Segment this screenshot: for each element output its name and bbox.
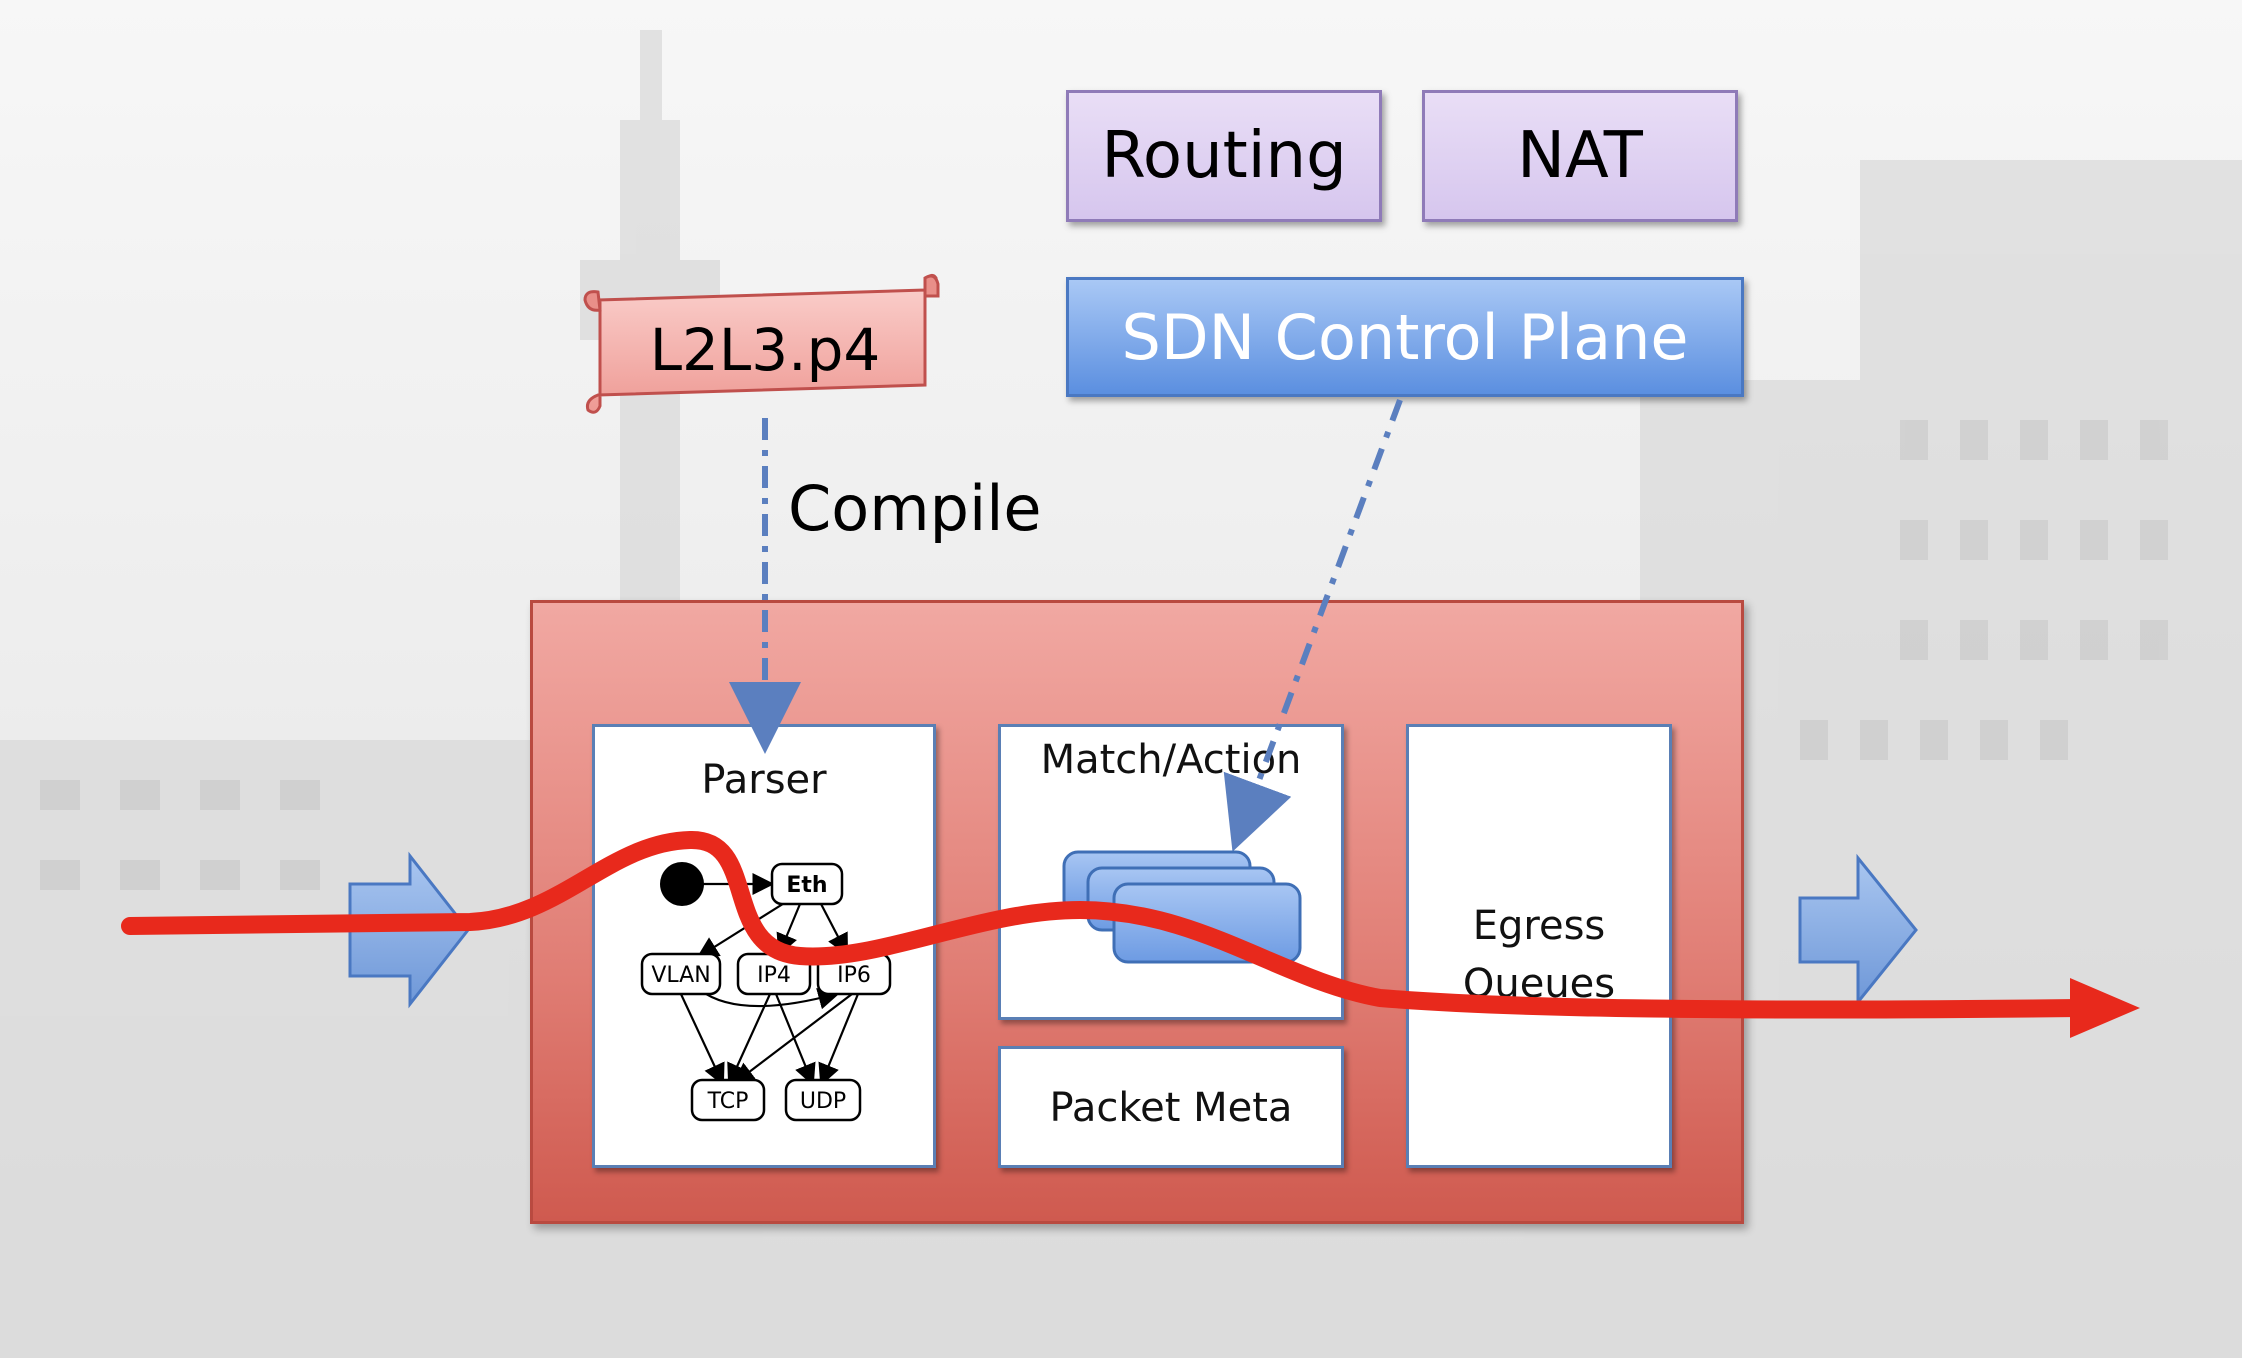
p4-program-label: L2L3.p4 bbox=[649, 316, 881, 384]
egress-queues-block: Egress Queues bbox=[1406, 724, 1672, 1168]
nat-label: NAT bbox=[1517, 119, 1643, 193]
packet-meta-block: Packet Meta bbox=[998, 1046, 1344, 1168]
compile-label: Compile bbox=[788, 472, 1042, 545]
sdn-control-plane-label: SDN Control Plane bbox=[1121, 300, 1689, 374]
sdn-control-plane-box: SDN Control Plane bbox=[1066, 277, 1744, 397]
match-action-block: Match/Action bbox=[998, 724, 1344, 1020]
routing-label: Routing bbox=[1101, 119, 1347, 193]
routing-box: Routing bbox=[1066, 90, 1382, 222]
packet-meta-label: Packet Meta bbox=[1049, 1085, 1293, 1131]
egress-queues-label: Egress Queues bbox=[1462, 903, 1616, 1007]
nat-box: NAT bbox=[1422, 90, 1738, 222]
match-action-title: Match/Action bbox=[1040, 737, 1302, 783]
parser-block: Parser bbox=[592, 724, 936, 1168]
parser-title: Parser bbox=[701, 757, 827, 803]
